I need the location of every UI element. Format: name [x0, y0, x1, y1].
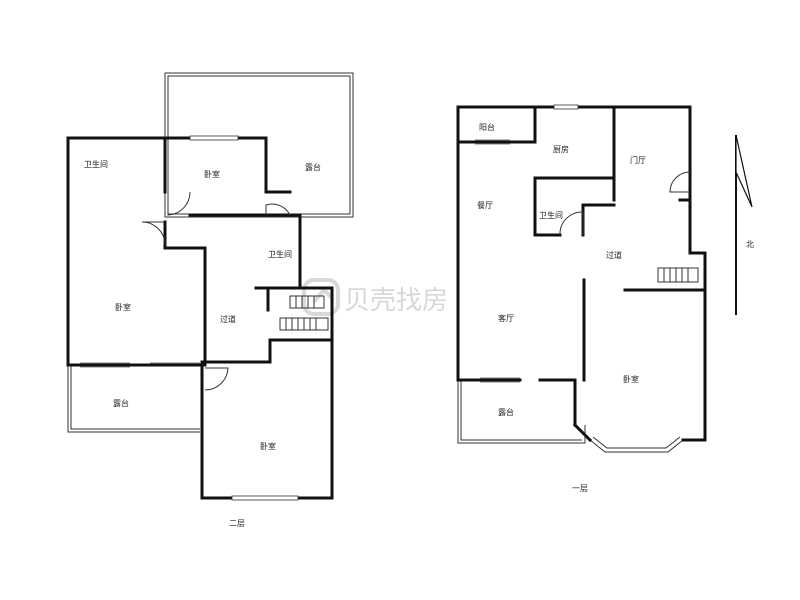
terrace-1-outline: [457, 380, 586, 444]
room-label-corridor-1: 过道: [606, 250, 622, 260]
compass-label: 北: [746, 240, 754, 249]
floor-1-stairs: [657, 267, 699, 283]
room-label-terrace-1: 露台: [498, 407, 514, 417]
floor-1-label: 一层: [572, 484, 588, 493]
floor-2-walls: [66, 136, 334, 500]
watermark-text: 贝壳找房: [344, 286, 448, 316]
room-label-balcony: 阳台: [479, 122, 495, 132]
room-label-dining: 餐厅: [477, 201, 493, 210]
compass: 北: [735, 134, 754, 315]
floor-1-doors: [559, 171, 691, 236]
floor-2-stairs: [279, 295, 329, 331]
terrace-1-inner: [460, 380, 582, 441]
room-label-bathroom: 卫生间: [539, 210, 563, 220]
floor-1-windows: [475, 104, 579, 383]
room-label-corridor: 过道: [220, 314, 236, 324]
watermark: 贝壳找房: [302, 278, 448, 316]
floor-2-label: 二层: [229, 519, 245, 528]
room-label-bedroom-small: 卧室: [204, 169, 220, 179]
room-label-living: 客厅: [498, 313, 514, 323]
terrace-top-inner: [167, 75, 351, 215]
terrace-bottom-inner: [70, 365, 200, 430]
watermark-logo-icon: [302, 278, 340, 316]
room-label-foyer: 门厅: [630, 155, 646, 165]
floor-1-plan: 阳台 厨房 门厅 餐厅 卫生间 过道 客厅 卧室 露台 一层: [456, 104, 707, 493]
floor-1-walls: [456, 105, 707, 443]
room-label-terrace-bottom: 露台: [113, 398, 129, 408]
room-label-bathroom-mid: 卫生间: [268, 249, 292, 259]
floor-2-plan: 卫生间 卧室 露台 卫生间 卧室 过道 露台 卧室 二层: [66, 72, 354, 528]
terrace-top-outline: [164, 72, 354, 218]
terrace-bottom-outline: [67, 365, 200, 433]
north-arrow-icon: [735, 134, 753, 208]
floor-2-windows: [80, 135, 299, 501]
room-label-bedroom-bottom: 卧室: [260, 441, 276, 451]
bay-window-inner: [592, 436, 681, 449]
floor-2-doors: [141, 191, 291, 391]
room-label-bathroom-left: 卫生间: [84, 159, 108, 169]
bay-window-outer: [589, 439, 684, 453]
room-label-bedroom-1: 卧室: [623, 374, 639, 384]
room-label-terrace-top: 露台: [305, 162, 321, 172]
room-label-bedroom-left: 卧室: [115, 302, 131, 312]
room-label-kitchen: 厨房: [553, 144, 569, 154]
